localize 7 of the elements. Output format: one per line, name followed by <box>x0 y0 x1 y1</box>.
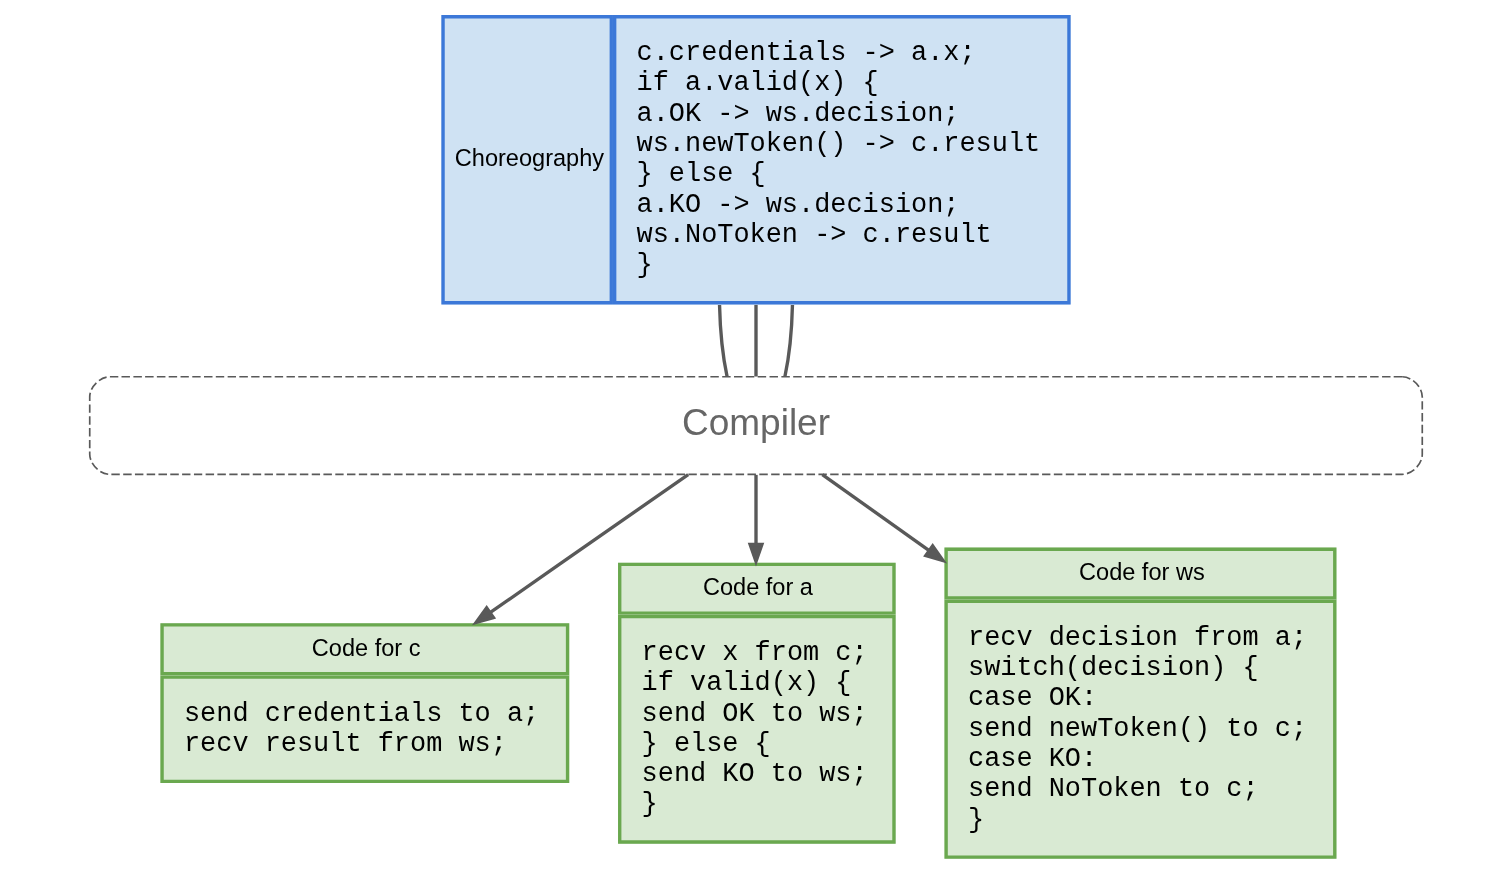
connector <box>753 304 758 377</box>
arrow <box>820 473 947 564</box>
arrow <box>471 473 689 626</box>
connector <box>717 304 729 377</box>
arrow <box>747 474 764 567</box>
node-box: Compiler <box>88 375 1423 476</box>
connector <box>782 304 794 377</box>
